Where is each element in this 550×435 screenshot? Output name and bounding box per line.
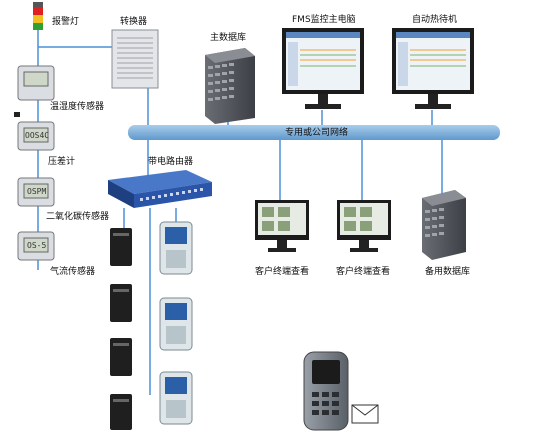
temp-humidity-sensor-icon [17,65,55,101]
handheld-monitor-icon [159,221,193,425]
router-icon [108,170,212,208]
envelope-icon [351,404,379,424]
switch-label: 转换器 [120,17,148,27]
main-db-server-icon [205,48,255,124]
airflow-label: 气流传感器 [50,267,96,277]
client2-label: 客户终端查看 [336,267,391,277]
client-terminal-icon [337,200,391,252]
alarm-light-label: 报警灯 [52,17,80,27]
data-logger-icon [110,228,132,430]
diff-pressure-reading: OOS4C [25,131,50,140]
standby-monitor-icon [392,28,474,109]
airflow-sensor-icon [17,231,55,261]
diff-pressure-label: 压差计 [48,157,76,167]
fms-host-label: FMS监控主电脑 [292,15,356,25]
backup-db-label: 备用数据库 [425,267,471,277]
network-bus [128,125,500,140]
client1-label: 客户终端查看 [255,267,310,277]
co2-sensor-icon [17,177,55,207]
temp-humidity-label: 温湿度传感器 [50,102,105,112]
small-connector-icon [14,112,20,117]
fms-monitor-icon [282,28,364,109]
co2-label: 二氧化碳传感器 [46,212,110,222]
airflow-reading: OS-5 [27,241,47,250]
router-label: 带电路由器 [148,157,194,167]
network-label: 专用或公司网络 [285,128,349,138]
client-terminal-icon [255,200,309,252]
backup-db-server-icon [422,190,466,260]
alarm-light-icon [33,2,43,30]
diff-pressure-sensor-icon [17,121,55,151]
switch-icon [111,29,159,89]
mobile-phone-icon [303,351,349,431]
main-db-label: 主数据库 [210,33,247,43]
co2-reading: OSPM [27,187,47,196]
standby-host-label: 自动热待机 [412,15,458,25]
